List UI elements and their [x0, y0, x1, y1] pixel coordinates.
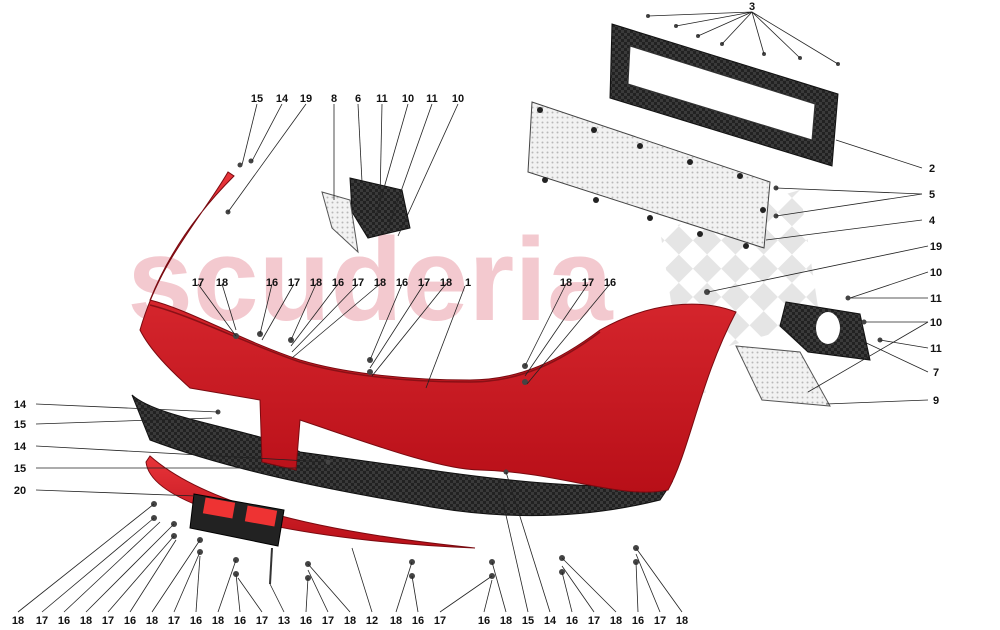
bottom-callout: 18 [146, 615, 158, 627]
part-mesh-grille [527, 101, 771, 249]
grille-fasteners [537, 107, 766, 249]
callout: 17 [418, 277, 430, 289]
bottom-callout: 17 [168, 615, 180, 627]
callout: 11 [426, 93, 438, 105]
callout: 9 [933, 395, 939, 407]
leader-lines [35, 11, 929, 497]
bottom-callout: 16 [124, 615, 136, 627]
callout: 18 [216, 277, 228, 289]
bottom-callout: 18 [390, 615, 402, 627]
callout: 18 [560, 277, 572, 289]
bottom-callout: 17 [322, 615, 334, 627]
callout: 17 [582, 277, 594, 289]
callout: 5 [929, 189, 935, 201]
bottom-callout: 18 [80, 615, 92, 627]
callout: 11 [376, 93, 388, 105]
bottom-callout-row: 18 17 16 18 17 16 18 17 16 18 16 17 13 16 17 18 12 18 16 17… [12, 615, 688, 627]
part-duct-left [321, 177, 411, 254]
bottom-callout: 18 [212, 615, 224, 627]
callout: 8 [331, 93, 337, 105]
bottom-callout: 12 [366, 615, 378, 627]
bottom-callout: 13 [278, 615, 290, 627]
callout: 17 [288, 277, 300, 289]
callout: 20 [14, 485, 26, 497]
callout: 11 [930, 293, 942, 305]
callout: 11 [930, 343, 942, 355]
callout: 14 [276, 93, 289, 105]
part-carbon-frame [609, 23, 839, 167]
callout: 15 [14, 419, 26, 431]
bottom-callout: 17 [256, 615, 268, 627]
callout: 18 [310, 277, 322, 289]
bottom-callout: 16 [58, 615, 70, 627]
callout: 16 [266, 277, 278, 289]
callout: 14 [14, 441, 27, 453]
callout-labels: 3 2 5 4 19 10 11 10 11 7 9 15 14 19 8 6 … [14, 1, 942, 497]
bottom-callout: 16 [234, 615, 246, 627]
callout: 10 [402, 93, 414, 105]
bottom-callout: 18 [676, 615, 688, 627]
callout: 3 [749, 1, 755, 13]
bottom-callout: 16 [300, 615, 312, 627]
part-front-bumper [131, 171, 737, 517]
callout: 14 [14, 399, 27, 411]
bottom-callout: 18 [344, 615, 356, 627]
callout: 18 [374, 277, 386, 289]
bottom-callout: 16 [632, 615, 644, 627]
callout: 18 [440, 277, 452, 289]
callout: 16 [396, 277, 408, 289]
callout: 4 [929, 215, 936, 227]
callout: 19 [930, 241, 942, 253]
bottom-callout: 17 [654, 615, 666, 627]
callout: 17 [192, 277, 204, 289]
part-lower-lip [145, 455, 476, 585]
bottom-callout: 15 [522, 615, 534, 627]
callout: 7 [933, 367, 939, 379]
bottom-callout: 17 [434, 615, 446, 627]
part-bolt-13 [269, 547, 273, 585]
callout: 16 [604, 277, 616, 289]
bottom-callout: 16 [412, 615, 424, 627]
bottom-callout: 16 [190, 615, 202, 627]
bottom-callout: 17 [588, 615, 600, 627]
callout: 10 [930, 267, 942, 279]
callout: 1 [465, 277, 471, 289]
bottom-callout: 16 [478, 615, 490, 627]
callout: 6 [355, 93, 361, 105]
bottom-callout: 17 [102, 615, 114, 627]
callout: 10 [930, 317, 942, 329]
bottom-callout: 16 [566, 615, 578, 627]
part-duct-right [735, 301, 871, 407]
callout: 15 [251, 93, 263, 105]
bottom-callout: 17 [36, 615, 48, 627]
callout: 2 [929, 163, 935, 175]
bottom-callout: 14 [544, 615, 557, 627]
callout: 19 [300, 93, 312, 105]
bottom-callout: 18 [500, 615, 512, 627]
bottom-callout: 18 [12, 615, 24, 627]
bottom-leaders [17, 471, 683, 613]
callout: 17 [352, 277, 364, 289]
callout: 16 [332, 277, 344, 289]
callout: 15 [14, 463, 26, 475]
bottom-callout: 18 [610, 615, 622, 627]
callout: 10 [452, 93, 464, 105]
